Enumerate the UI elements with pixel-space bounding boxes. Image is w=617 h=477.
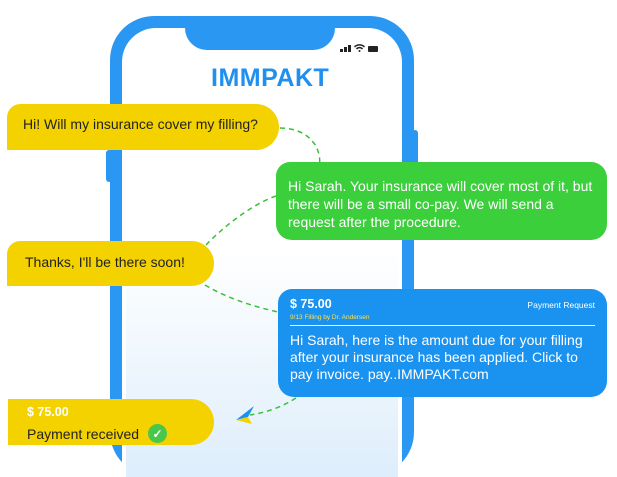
- payment-request-label: Payment Request: [527, 300, 595, 310]
- connector-4: [249, 397, 297, 416]
- payment-request-card[interactable]: $ 75.00 Payment Request 9/13 Filling by …: [278, 289, 607, 397]
- connector-2: [205, 195, 277, 246]
- message-bubble-patient-question: Hi! Will my insurance cover my filling?: [7, 104, 279, 150]
- phone-notch: [185, 16, 335, 50]
- power-button: [412, 130, 418, 170]
- send-arrow-icon: [236, 406, 254, 424]
- signal-icon: [340, 45, 351, 52]
- connector-3: [204, 284, 279, 313]
- volume-down-button: [106, 150, 112, 182]
- divider: [290, 325, 595, 326]
- received-amount: $ 75.00: [27, 405, 69, 419]
- message-bubble-patient-thanks: Thanks, I'll be there soon!: [7, 241, 214, 286]
- wifi-icon: [354, 44, 365, 52]
- message-bubble-clinic-reply: Hi Sarah. Your insurance will cover most…: [276, 162, 607, 240]
- payment-amount: $ 75.00: [290, 297, 332, 311]
- payment-message: Hi Sarah, here is the amount due for you…: [290, 332, 583, 382]
- status-bar: [340, 44, 378, 52]
- payment-subtitle: 9/13 Filling by Dr. Andersen: [290, 314, 370, 321]
- app-logo: IMMPAKT: [211, 64, 330, 92]
- message-text: Hi Sarah. Your insurance will cover most…: [288, 178, 593, 230]
- payment-status: Payment received: [27, 425, 140, 442]
- message-text: Hi! Will my insurance cover my filling?: [23, 116, 258, 132]
- connector-1: [279, 127, 321, 173]
- check-icon: ✓: [148, 424, 168, 443]
- message-text: Thanks, I'll be there soon!: [25, 254, 185, 270]
- payment-received-bubble: $ 75.00 Payment received ✓: [8, 399, 214, 445]
- battery-icon: [368, 46, 378, 52]
